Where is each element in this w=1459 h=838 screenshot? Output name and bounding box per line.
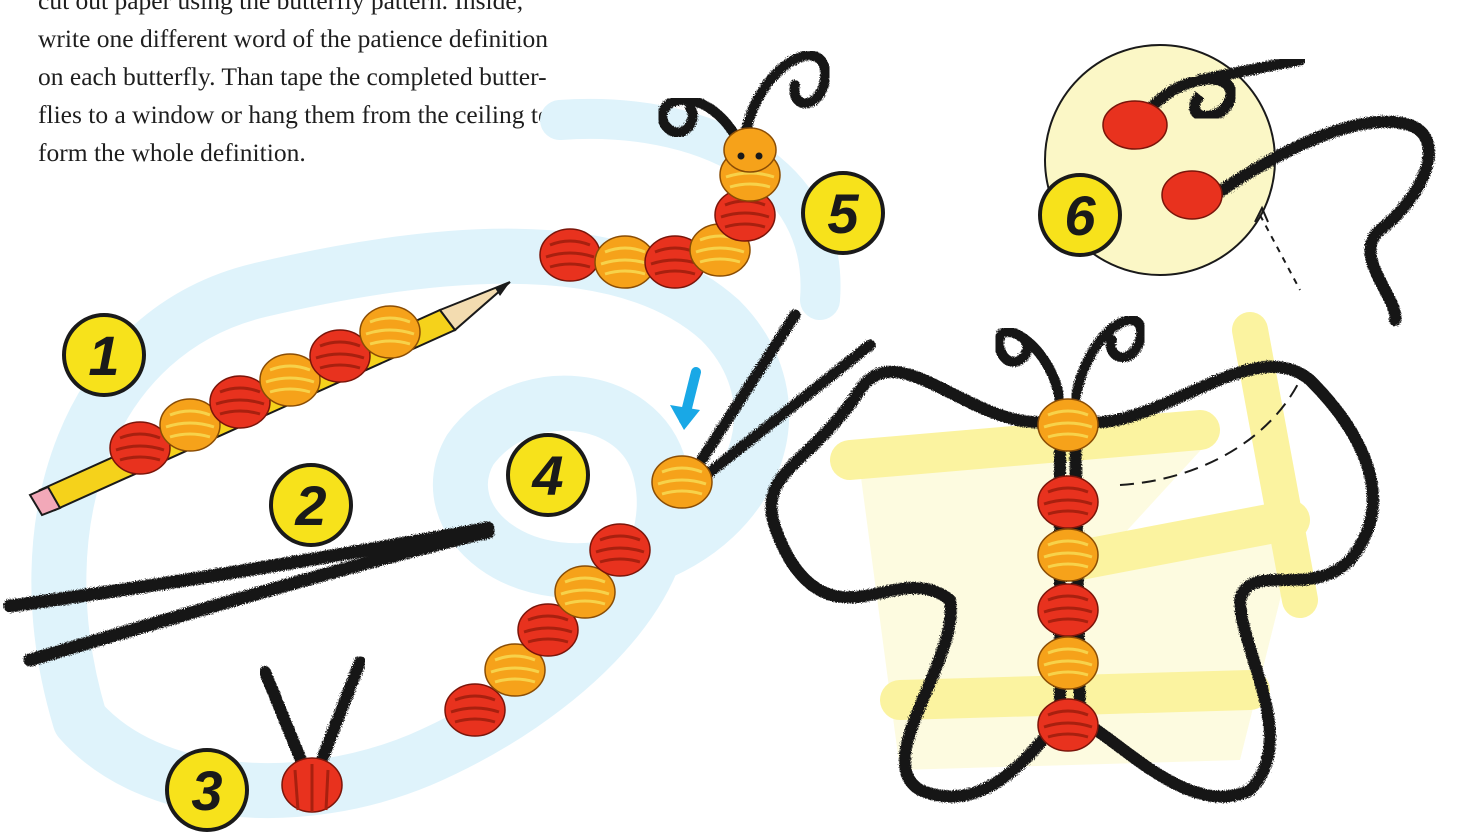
step-badge-4: 4	[508, 435, 588, 515]
step-badge-1: 1	[64, 315, 144, 395]
step-number: 6	[1064, 184, 1096, 247]
step-number: 4	[531, 444, 563, 507]
step-badge-3: 3	[167, 750, 247, 830]
step-badge-6: 6	[1040, 175, 1120, 255]
step-number: 3	[191, 759, 222, 822]
step-number: 5	[827, 182, 859, 245]
step-badge-5: 5	[803, 173, 883, 253]
step-badge-2: 2	[271, 465, 351, 545]
step-number: 2	[294, 474, 326, 537]
step-number: 1	[88, 324, 119, 387]
